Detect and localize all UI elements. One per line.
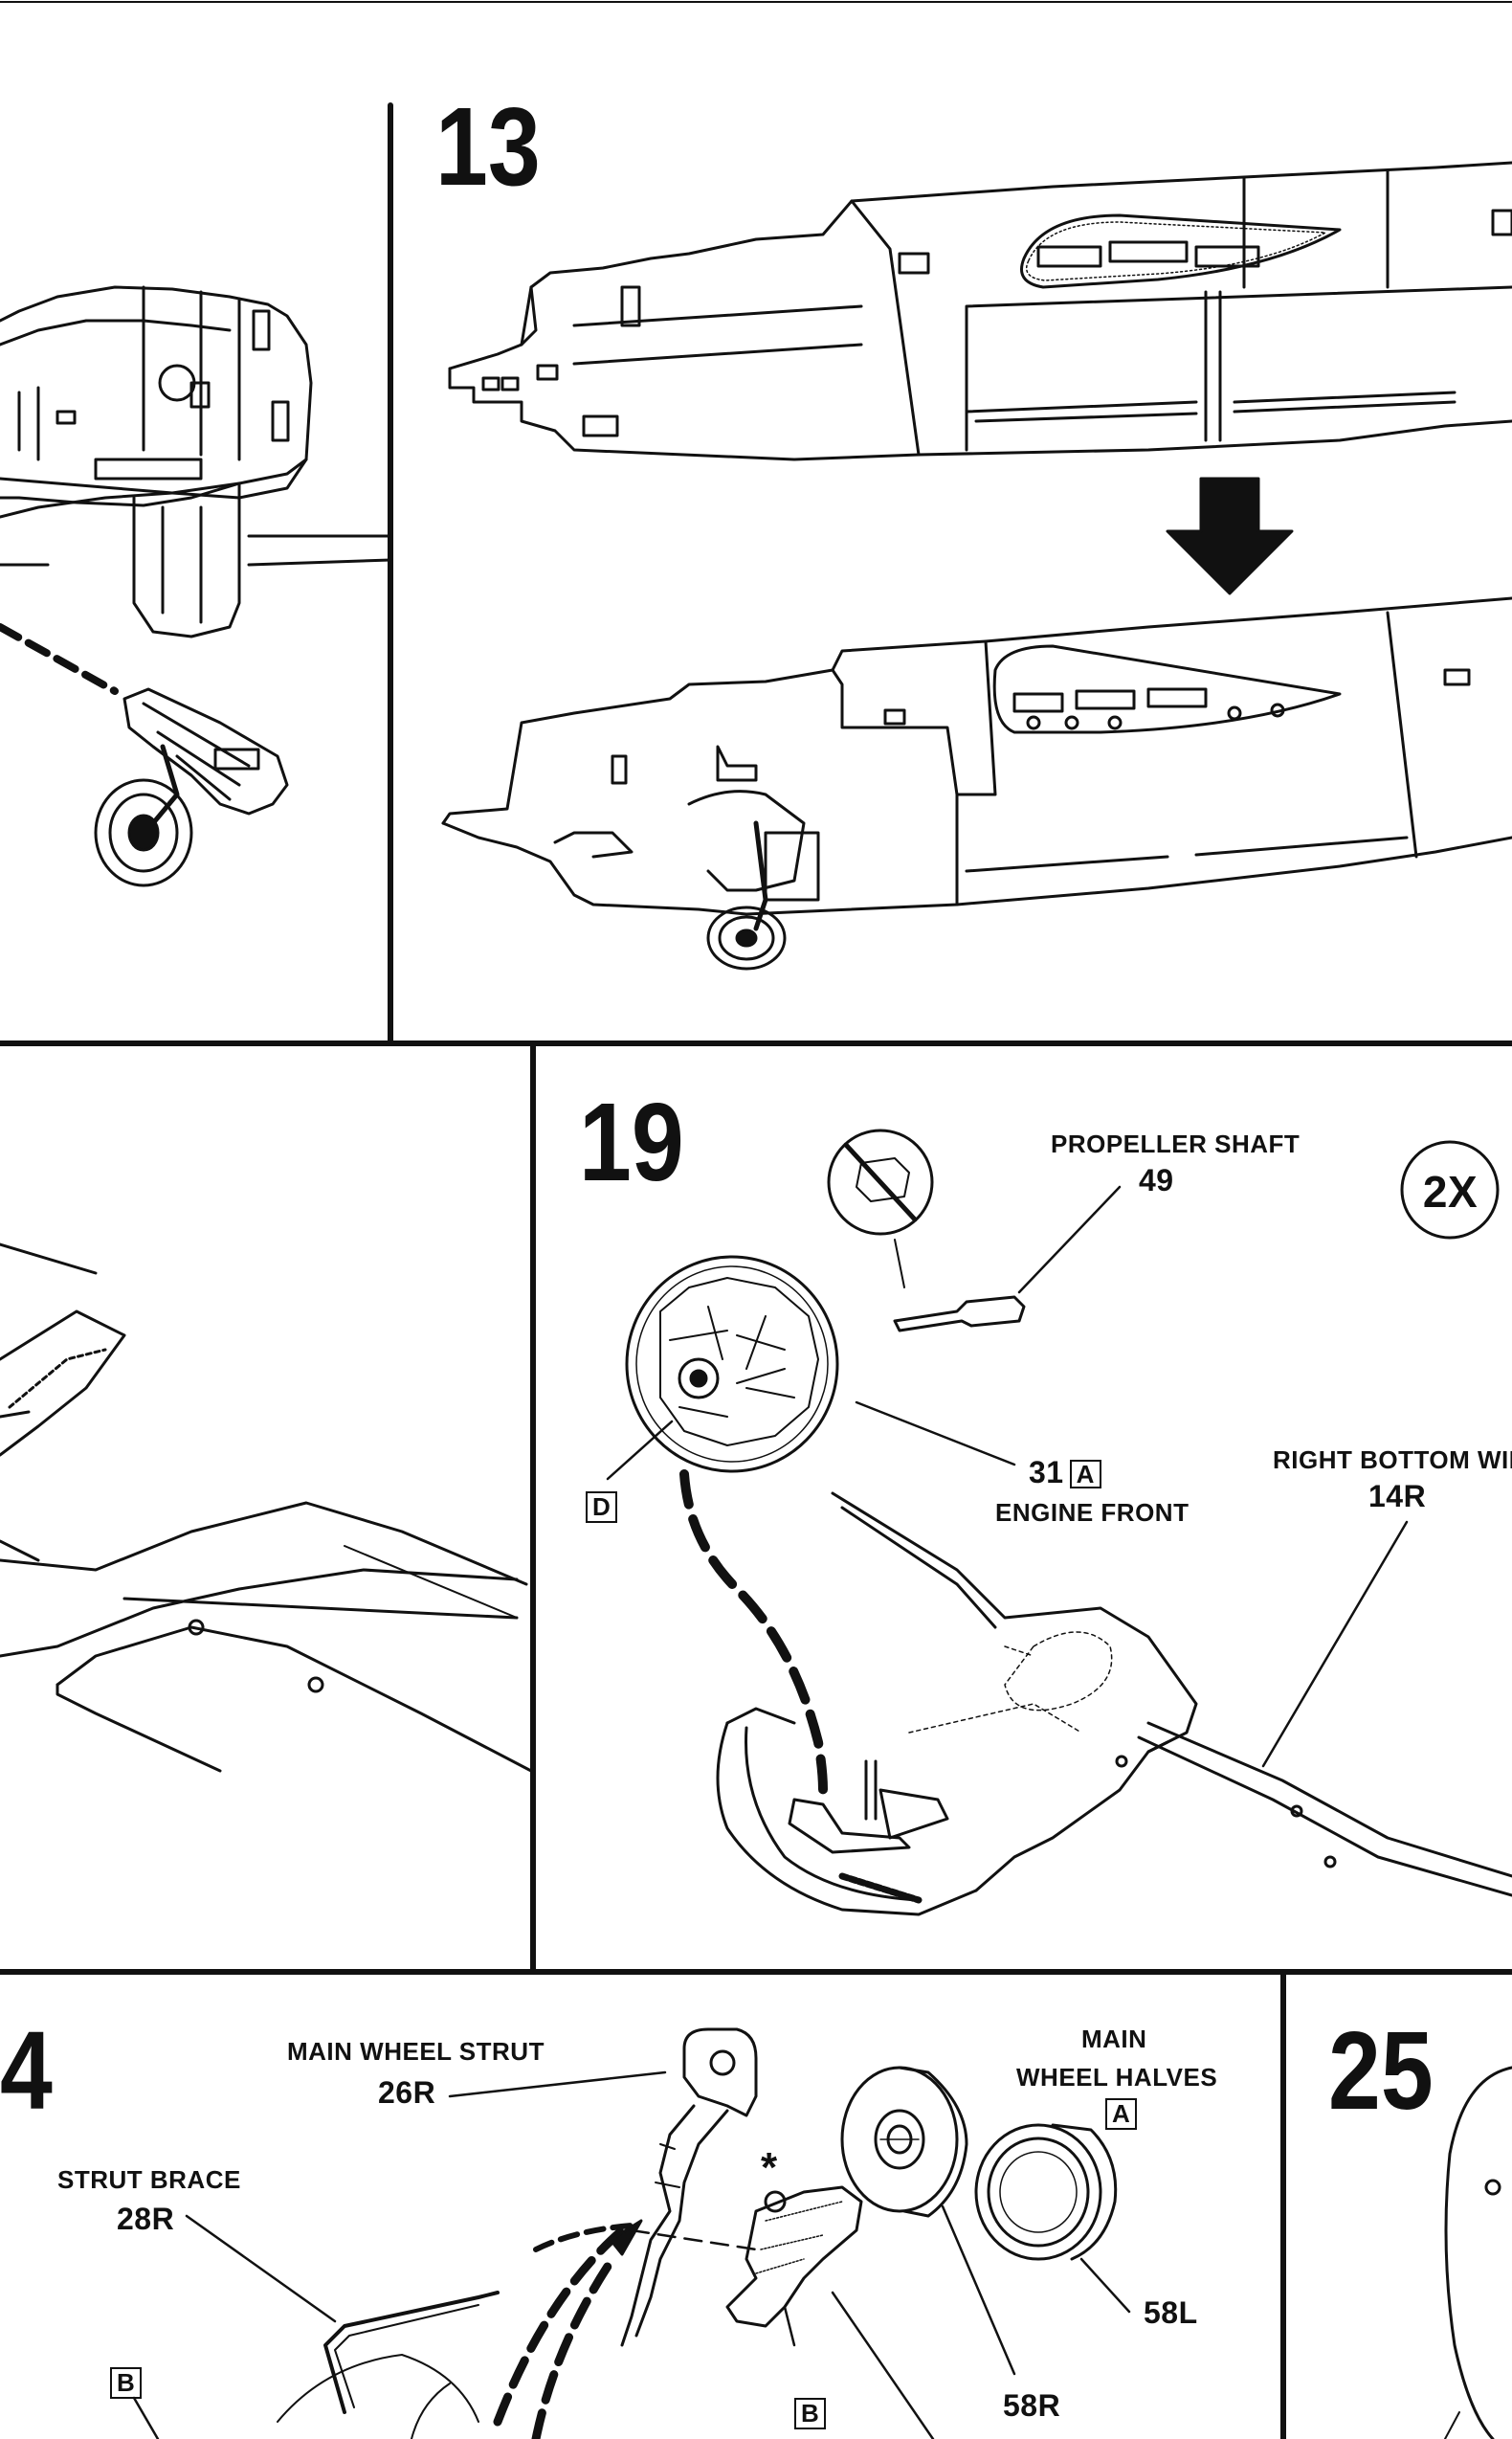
right-bottom-wing-name: RIGHT BOTTOM WING xyxy=(1273,1445,1512,1474)
engine-front-drawing xyxy=(606,1255,1016,1481)
engine-front-name: ENGINE FRONT xyxy=(995,1498,1190,1527)
main-wheel-strut-drawing xyxy=(132,2027,758,2439)
sprue-d-badge: D xyxy=(586,1491,617,1523)
wheel-half-left-drawing xyxy=(974,2123,1131,2314)
propeller-shaft-drawing xyxy=(893,1185,1122,1332)
propeller-shaft-part: 49 xyxy=(1139,1163,1174,1197)
panel-borders xyxy=(0,102,1512,2439)
right-bottom-wing-part: 14R xyxy=(1368,1479,1427,1513)
multiplier-circle xyxy=(1400,1140,1500,1240)
strut-dashed-arrows xyxy=(493,2219,758,2439)
step-13-number: 13 xyxy=(435,84,541,209)
strut-brace-name: STRUT BRACE xyxy=(57,2165,241,2194)
sprue-b-left-badge: B xyxy=(110,2367,142,2399)
step-19-number: 19 xyxy=(579,1080,684,1204)
main-wheel-halves-line2: WHEEL HALVES xyxy=(1016,2063,1218,2092)
strut-brace-part: 28R xyxy=(117,2202,175,2236)
main-wheel-halves-sprue: A xyxy=(1105,2098,1137,2130)
nose-wheel-drawing xyxy=(0,623,289,887)
main-wheel-strut-name: MAIN WHEEL STRUT xyxy=(287,2037,545,2066)
brake-plate-drawing xyxy=(725,2185,935,2439)
fuselage-upper-half-drawing xyxy=(448,161,1512,461)
down-arrow xyxy=(1166,477,1294,595)
main-wheel-halves-line1: MAIN xyxy=(1081,2025,1147,2053)
cockpit-section-drawing xyxy=(0,285,392,638)
asterisk-mark: * xyxy=(761,2144,778,2191)
wheel-right-part: 58R xyxy=(1003,2388,1061,2423)
engine-front-part-number: 31 xyxy=(1029,1455,1064,1489)
engine-dashed-arrow xyxy=(679,1469,828,1795)
step-25-number: 25 xyxy=(1328,2008,1434,2133)
no-glue-symbol xyxy=(827,1129,934,1236)
engine-front-sprue: A xyxy=(1069,1460,1101,1488)
wheel-left-part: 58L xyxy=(1144,2295,1198,2330)
fuselage-lower-half-drawing xyxy=(441,596,1512,971)
wing-underside-drawing xyxy=(0,1242,533,1773)
propeller-shaft-name: PROPELLER SHAFT xyxy=(1051,1130,1301,1158)
main-wheel-strut-part: 26R xyxy=(378,2075,436,2110)
sprue-b-center-badge: B xyxy=(794,2398,826,2429)
multiplier-label: 2X xyxy=(1422,1167,1479,1217)
nacelle-wing-drawing xyxy=(716,1491,1512,1916)
fuselage-nose-drawing xyxy=(1444,2066,1512,2439)
step-24-number: 4 xyxy=(0,2008,53,2133)
wheel-half-right-drawing xyxy=(840,2066,1016,2376)
